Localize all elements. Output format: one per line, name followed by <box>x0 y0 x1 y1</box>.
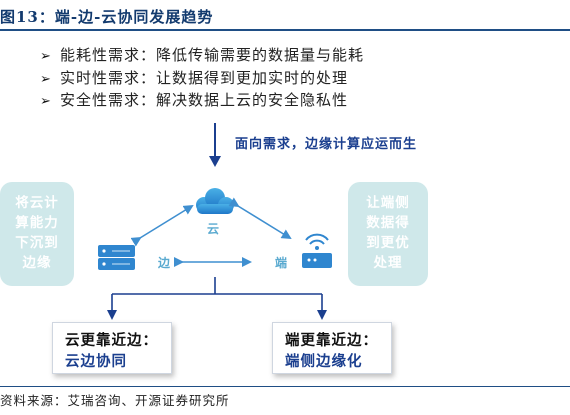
right-box-line: 数据得 <box>366 215 410 231</box>
bullet-text: 实时性需求：让数据得到更加实时的处理 <box>60 68 349 87</box>
demand-arrow-label: 面向需求，边缘计算应运而生 <box>235 137 418 152</box>
bullet-text: 安全性需求：解决数据上云的安全隐私性 <box>60 91 349 109</box>
result-subtitle: 端侧边缘化 <box>285 353 363 370</box>
list-item: ➢ 实时性需求：让数据得到更加实时的处理 <box>40 67 364 90</box>
footer-divider <box>0 386 570 387</box>
left-box-line: 边缘 <box>22 255 52 271</box>
figure-title: 图13：端-边-云协同发展趋势 <box>0 8 214 26</box>
cloud-label: 云 <box>207 222 220 236</box>
requirements-list: ➢ 能耗性需求：降低传输需要的数据量与能耗 ➢ 实时性需求：让数据得到更加实时的处理… <box>40 44 364 112</box>
result-heading: 端更靠近边： <box>285 332 378 349</box>
result-heading: 云更靠近边： <box>65 332 158 349</box>
left-box-line: 下沉到 <box>15 235 59 251</box>
router-icon <box>302 233 332 268</box>
arrow-right-icon: ➢ <box>40 71 52 87</box>
left-side-box: 将云计 算能力 下沉到 边缘 <box>0 182 74 286</box>
cloud-device-arrow <box>228 197 292 240</box>
device-label: 端 <box>275 256 288 270</box>
right-side-box: 让端侧 数据得 到更优 处理 <box>348 182 428 286</box>
right-box-line: 处理 <box>373 255 403 271</box>
list-item: ➢ 安全性需求：解决数据上云的安全隐私性 <box>40 89 364 112</box>
title-divider <box>0 29 570 31</box>
cloud-edge-arrow <box>130 204 194 247</box>
cloud-edge-result-box: 云更靠近边： 云边协同 <box>52 322 172 374</box>
cloud-icon <box>196 188 234 214</box>
list-item: ➢ 能耗性需求：降低传输需要的数据量与能耗 <box>40 44 364 67</box>
right-box-line: 到更优 <box>366 235 410 251</box>
branch-connector <box>107 277 327 320</box>
bullet-text: 能耗性需求：降低传输需要的数据量与能耗 <box>60 46 365 64</box>
down-arrow-icon <box>209 123 221 167</box>
left-box-line: 将云计 <box>15 195 59 211</box>
device-edge-result-box: 端更靠近边： 端侧边缘化 <box>272 322 392 374</box>
right-box-line: 让端侧 <box>366 195 410 211</box>
source-note: 资料来源：艾瑞咨询、开源证券研究所 <box>0 393 230 408</box>
result-subtitle: 云边协同 <box>65 353 127 370</box>
left-box-line: 算能力 <box>15 215 59 231</box>
server-icon <box>98 245 135 270</box>
arrow-right-icon: ➢ <box>40 94 52 109</box>
edge-label: 边 <box>158 256 171 270</box>
arrow-right-icon: ➢ <box>40 49 52 64</box>
